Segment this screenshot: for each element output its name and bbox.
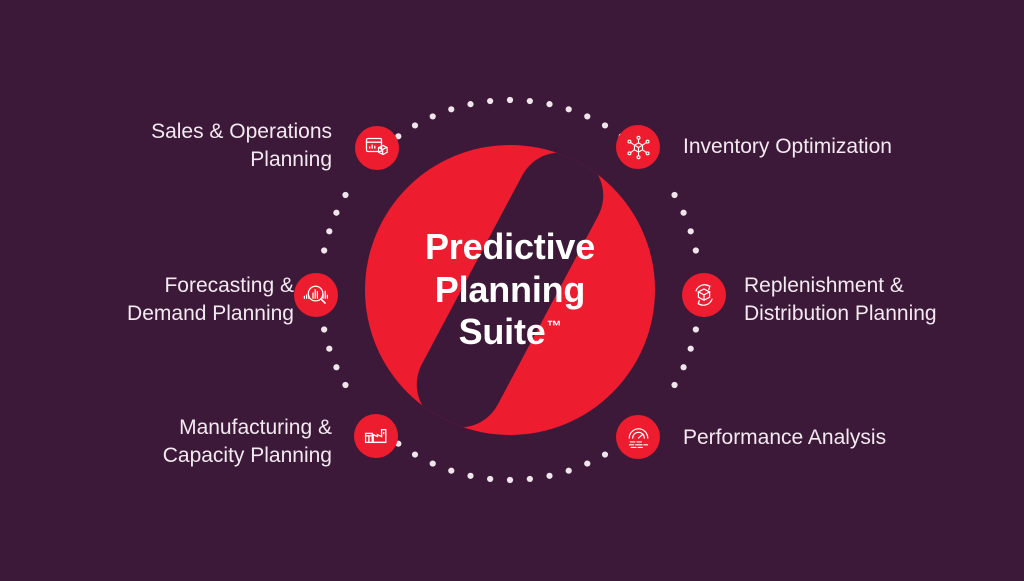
- orbit-dot: [429, 460, 436, 467]
- orbit-dot: [342, 191, 349, 199]
- orbit-dot: [565, 467, 572, 474]
- orbit-dot: [321, 247, 328, 254]
- label-sales-operations-planning: Sales & Operations Planning: [102, 118, 332, 174]
- label-line-2: Planning: [250, 147, 332, 171]
- node-icon-performance-analysis[interactable]: [616, 415, 660, 459]
- orbit-dot: [321, 326, 328, 333]
- orbit-dot: [448, 106, 455, 113]
- orbit-dot: [671, 381, 678, 389]
- center-title-line-1: Predictive: [424, 226, 596, 268]
- network-cube-icon: [625, 134, 652, 161]
- node-icon-inventory-optimization[interactable]: [616, 125, 660, 169]
- orbit-dot: [333, 209, 340, 216]
- label-forecasting-demand-planning: Forecasting & Demand Planning: [64, 272, 294, 328]
- chart-window-box-icon: [364, 135, 390, 161]
- label-line-2: Demand Planning: [127, 301, 294, 325]
- center-title: Predictive Planning Suite™: [365, 145, 655, 435]
- orbit-dot: [326, 345, 333, 352]
- magnifier-bar-chart-icon: [302, 281, 330, 309]
- orbit-dot: [429, 113, 436, 120]
- label-line-1: Performance Analysis: [683, 426, 887, 449]
- orbit-dot: [506, 96, 514, 104]
- orbit-dot: [680, 209, 687, 216]
- center-title-line-3: Suite™: [459, 311, 562, 353]
- orbit-dot: [584, 460, 591, 467]
- orbit-dot: [546, 472, 553, 479]
- orbit-dot: [411, 122, 419, 129]
- orbit-dot: [487, 97, 494, 105]
- orbit-dot: [487, 475, 494, 483]
- center-disc: [365, 145, 655, 435]
- gauge-report-icon: [625, 424, 652, 451]
- orbit-dot: [680, 364, 687, 371]
- orbit-dot: [526, 97, 533, 105]
- orbit-dot: [333, 364, 340, 371]
- trademark-symbol: ™: [546, 318, 562, 336]
- orbit-dot: [448, 467, 455, 474]
- orbit-dot: [687, 228, 694, 235]
- center-title-line-2: Planning: [434, 268, 586, 310]
- orbit-dot: [687, 345, 694, 352]
- center-title-line-3-text: Suite: [458, 311, 546, 353]
- node-icon-sales-operations-planning[interactable]: [355, 126, 399, 170]
- label-line-1: Forecasting &: [164, 274, 294, 297]
- label-line-1: Sales & Operations: [151, 120, 332, 143]
- label-manufacturing-capacity-planning: Manufacturing & Capacity Planning: [92, 414, 332, 470]
- label-performance-analysis: Performance Analysis: [683, 424, 983, 452]
- label-line-1: Inventory Optimization: [683, 135, 892, 158]
- factory-icon: [363, 423, 389, 449]
- orbit-dot: [506, 476, 514, 484]
- orbit-dot: [601, 451, 609, 458]
- label-replenishment-distribution-planning: Replenishment & Distribution Planning: [744, 272, 1024, 328]
- orbit-dot: [467, 101, 474, 108]
- label-line-2: Distribution Planning: [744, 301, 937, 325]
- orbit-dot: [692, 326, 699, 333]
- orbit-dot: [565, 106, 572, 113]
- orbit-dot: [411, 451, 419, 458]
- orbit-dot: [546, 101, 553, 108]
- label-inventory-optimization: Inventory Optimization: [683, 133, 983, 161]
- label-line-2: Capacity Planning: [162, 443, 332, 467]
- orbit-dot: [467, 472, 474, 479]
- orbit-dot: [671, 191, 678, 199]
- orbit-dot: [326, 228, 333, 235]
- orbit-dot: [342, 381, 349, 389]
- label-line-1: Replenishment &: [744, 274, 904, 297]
- orbit-dot: [692, 247, 699, 254]
- label-line-1: Manufacturing &: [179, 416, 332, 439]
- node-icon-manufacturing-capacity-planning[interactable]: [354, 414, 398, 458]
- orbit-dot: [584, 113, 591, 120]
- orbit-dot: [526, 475, 533, 483]
- node-icon-forecasting-demand-planning[interactable]: [294, 273, 338, 317]
- node-icon-replenishment-distribution-planning[interactable]: [682, 273, 726, 317]
- box-refresh-arrows-icon: [690, 281, 718, 309]
- orbit-dot: [601, 122, 609, 129]
